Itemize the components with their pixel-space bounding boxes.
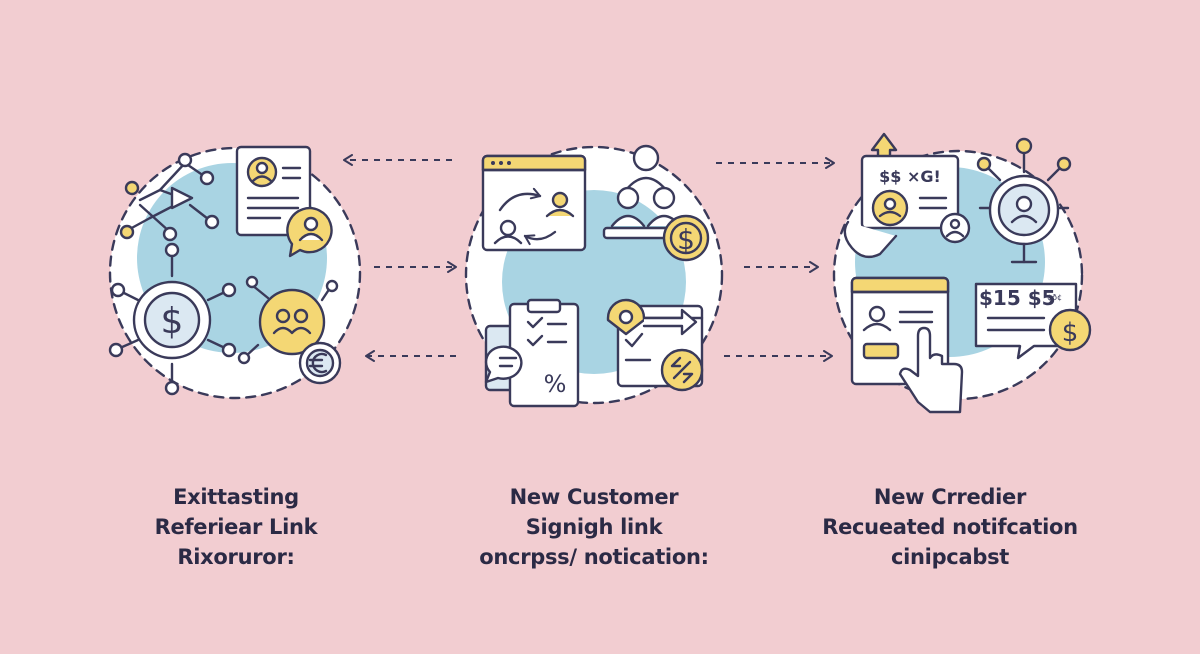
- dollar-coin-icon: $: [662, 214, 710, 262]
- caption-line: Signigh link: [525, 515, 663, 539]
- caption-line: New Customer: [509, 485, 679, 509]
- caption-new-credit: New Crredier Recueated notifcation cinip…: [800, 482, 1100, 572]
- receipt-text: $$ ×G!: [879, 167, 941, 186]
- network-user-icon: [976, 137, 1072, 264]
- flow-arrows: [343, 154, 835, 362]
- hand-badge-icon: [843, 189, 909, 259]
- caption-line: cinipcabst: [890, 545, 1010, 569]
- dollar-sign: $: [161, 301, 184, 342]
- caption-line: Exittasting: [173, 485, 299, 509]
- caption-line: Rixoruror:: [177, 545, 295, 569]
- profile-window-icon: [850, 276, 950, 386]
- price-bubble-icon: $15 $5 ¢ð¢: [974, 282, 1078, 360]
- price-small: ¢ð¢: [1047, 293, 1062, 302]
- caption-line: New Crredier: [873, 485, 1027, 509]
- browser-window-icon: [481, 154, 587, 252]
- step-existing-referrer: $: [108, 145, 362, 400]
- user-avatar-icon: [939, 212, 971, 244]
- euro-coin-icon: [298, 341, 342, 385]
- dollar-coin-icon: $: [1048, 308, 1092, 352]
- chat-avatar-icon: [286, 206, 333, 258]
- group-badge-icon: [237, 275, 339, 365]
- dollar-coin-icon: $: [108, 242, 237, 396]
- price-main: $15 $5: [979, 286, 1056, 310]
- transfer-window-icon: [606, 298, 704, 392]
- caption-line: Referiear Link: [154, 515, 318, 539]
- dollar-sign: $: [677, 223, 695, 256]
- network-icon: [119, 152, 220, 242]
- caption-line: oncrpss/ notication:: [479, 545, 709, 569]
- dollar-sign: $: [1062, 318, 1079, 348]
- step-new-customer: $ %: [464, 144, 724, 408]
- pointer-hand-icon: [898, 326, 964, 414]
- caption-new-customer: New Customer Signigh link oncrpss/ notic…: [444, 482, 744, 572]
- caption-line: Recueated notifcation: [822, 515, 1078, 539]
- percent-icon: %: [544, 370, 567, 398]
- profile-card-icon: [235, 145, 312, 237]
- caption-existing-referrer: Exittasting Referiear Link Rixoruror:: [86, 482, 386, 572]
- step-new-credit: $$ ×G!: [832, 132, 1092, 414]
- chat-bubble-icon: [484, 345, 523, 384]
